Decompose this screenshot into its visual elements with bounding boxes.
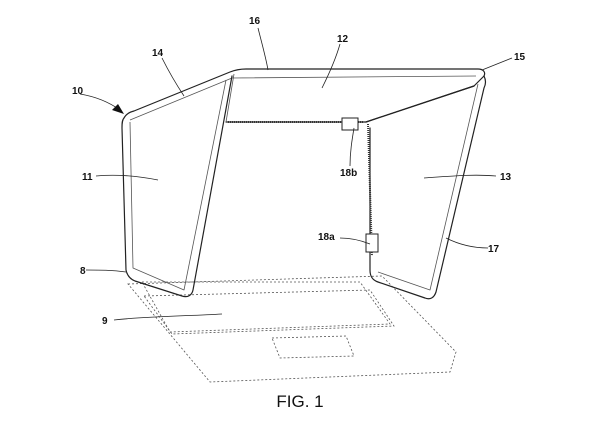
reference-numerals: 10 14 16 12 15 11 13 18b 18a 17 8 9 <box>72 16 526 327</box>
leader-16 <box>257 27 269 71</box>
leader-10-arrow <box>79 93 121 111</box>
leader-15 <box>481 57 513 71</box>
label-15: 15 <box>514 52 526 63</box>
top-panel <box>123 68 486 123</box>
label-11: 11 <box>82 172 93 183</box>
label-9: 9 <box>102 316 108 327</box>
top-panel-outline <box>123 68 486 123</box>
right-panel-outline <box>369 75 487 300</box>
top-panel-fold-edge <box>225 73 235 123</box>
leader-14 <box>161 57 185 97</box>
leader-lines <box>79 27 513 321</box>
laptop-screen-outline <box>141 281 391 333</box>
leader-8 <box>85 269 127 273</box>
leader-9 <box>113 313 223 321</box>
right-panel <box>365 75 487 300</box>
right-panel-inner-edge <box>377 83 479 291</box>
zipper-seam <box>228 117 379 257</box>
leader-13 <box>423 174 497 179</box>
leader-18a <box>339 237 371 245</box>
label-18a: 18a <box>318 232 335 243</box>
zipper-pull-18b <box>341 117 359 131</box>
laptop-touchpad <box>271 335 355 359</box>
laptop-keyboard-area <box>143 289 395 335</box>
label-16: 16 <box>249 16 261 27</box>
leader-11 <box>95 174 159 181</box>
left-panel <box>121 75 233 298</box>
zipper-pull-18a <box>365 233 379 253</box>
laptop-phantom <box>127 275 457 383</box>
left-panel-outline <box>121 75 233 298</box>
leader-17 <box>445 237 489 249</box>
leader-12 <box>321 43 341 89</box>
label-13: 13 <box>500 172 512 183</box>
right-panel-top-edge <box>365 85 475 123</box>
label-12: 12 <box>337 34 349 45</box>
top-panel-inner-edge <box>129 75 477 121</box>
left-panel-inner-edge <box>129 79 227 291</box>
label-17: 17 <box>488 244 500 255</box>
leader-10-arrowhead <box>112 104 124 114</box>
figure-caption: FIG. 1 <box>276 392 323 411</box>
label-10: 10 <box>72 86 84 97</box>
label-18b: 18b <box>340 168 357 179</box>
label-8: 8 <box>80 266 86 277</box>
label-14: 14 <box>152 48 164 59</box>
leader-18b <box>349 127 355 167</box>
